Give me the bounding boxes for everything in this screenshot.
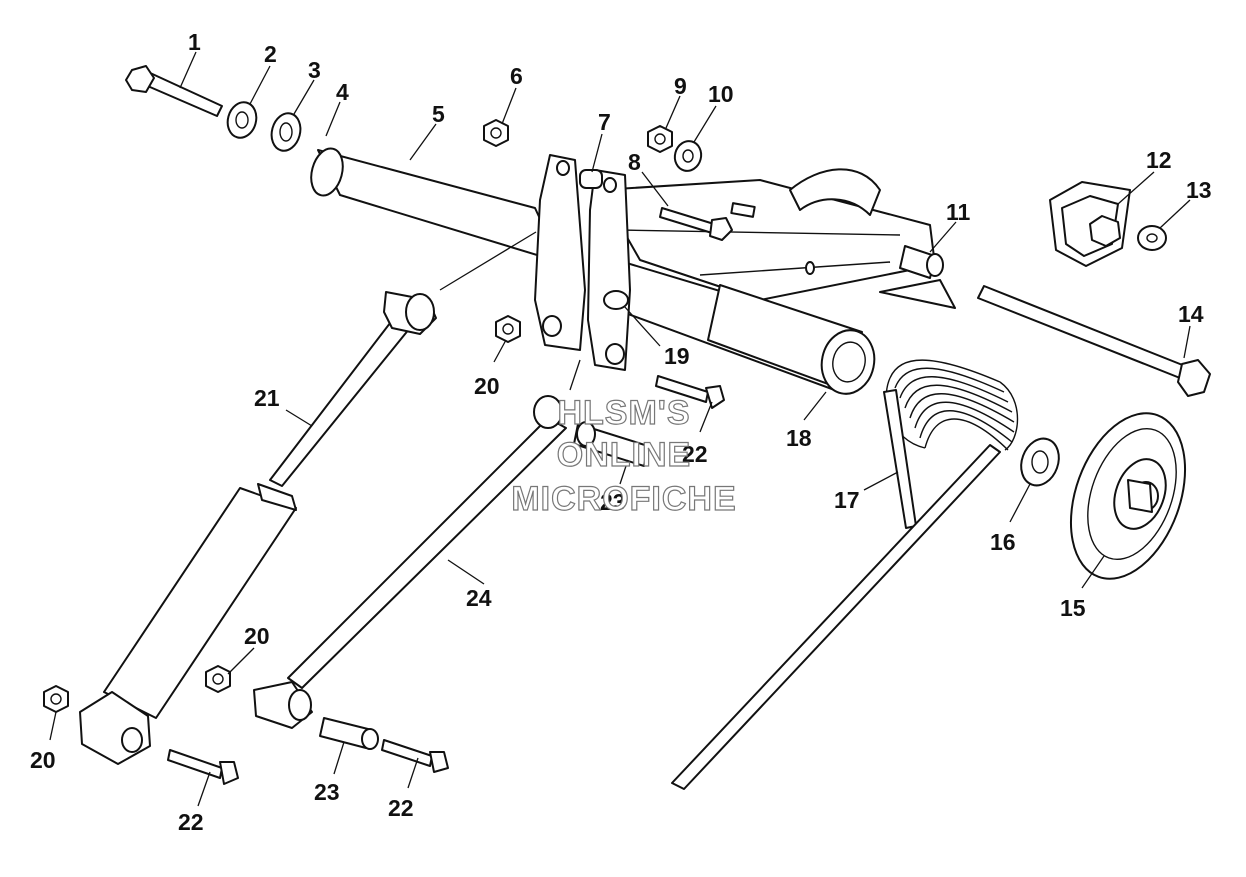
callout-22-upper: 22 <box>682 441 708 467</box>
watermark-line-1: HLSM'S <box>557 394 690 432</box>
part-18-sleeve <box>589 254 876 395</box>
callout-5: 5 <box>432 101 445 127</box>
callout-20-lower: 20 <box>244 623 270 649</box>
callout-24: 24 <box>466 585 492 611</box>
callout-22-lower-left: 22 <box>178 809 204 835</box>
part-22-bolt-lower-left <box>167 749 239 785</box>
part-22-bolt-lower-right <box>381 739 449 773</box>
callout-2: 2 <box>264 41 277 67</box>
callout-14: 14 <box>1178 301 1204 327</box>
part-16-washer <box>1020 437 1060 487</box>
part-9-nut <box>647 125 673 153</box>
callout-18: 18 <box>786 425 812 451</box>
callout-21: 21 <box>254 385 280 411</box>
callout-16: 16 <box>990 529 1016 555</box>
callout-11: 11 <box>946 199 971 225</box>
part-13-washer <box>1137 225 1167 251</box>
callout-12: 12 <box>1146 147 1172 173</box>
part-23-spacer-lower <box>319 717 379 750</box>
callout-23-lower: 23 <box>314 779 340 805</box>
callout-15: 15 <box>1060 595 1086 621</box>
callout-23-upper: 23 <box>600 489 626 515</box>
callout-7: 7 <box>598 109 611 135</box>
part-19-spacer <box>603 290 629 310</box>
callout-1: 1 <box>188 29 201 55</box>
part-21-shock <box>79 291 437 765</box>
callout-17: 17 <box>834 487 860 513</box>
part-23-spacer-upper <box>573 421 649 467</box>
part-20-nut-left <box>43 685 69 713</box>
callout-22-lower-right: 22 <box>388 795 414 821</box>
callout-13: 13 <box>1186 177 1212 203</box>
part-20-nut-middle <box>495 315 521 343</box>
callout-20-middle: 20 <box>474 373 500 399</box>
callout-8: 8 <box>628 149 641 175</box>
callout-labels: 1 2 3 4 5 6 7 8 9 10 11 12 13 14 15 16 1… <box>30 29 1212 835</box>
part-20-nut-lower <box>205 665 231 693</box>
leader-lines <box>49 51 1191 807</box>
part-2-washer <box>226 101 258 139</box>
watermark: HLSM'S ONLINE MICROFICHE <box>511 393 737 518</box>
part-10-washer <box>673 140 703 172</box>
part-5-shaft <box>310 147 561 263</box>
watermark-line-3: MICROFICHE <box>511 480 736 518</box>
callout-19: 19 <box>664 343 690 369</box>
part-7-bracket <box>534 154 631 371</box>
part-22-bolt-upper <box>655 375 725 409</box>
part-17-spring <box>671 359 1019 790</box>
watermark-line-2: ONLINE <box>557 436 691 474</box>
part-15-wheel <box>1069 412 1187 580</box>
callout-4: 4 <box>336 79 349 105</box>
part-11-stub <box>899 245 944 279</box>
callout-3: 3 <box>308 57 321 83</box>
callout-20-left: 20 <box>30 747 56 773</box>
part-12-block <box>1049 181 1131 267</box>
part-6-nut <box>483 119 509 147</box>
callout-9: 9 <box>674 73 687 99</box>
part-8-bolt <box>659 207 733 241</box>
part-14-bolt <box>977 285 1211 397</box>
part-1-bolt <box>125 65 223 117</box>
callout-6: 6 <box>510 63 523 89</box>
callout-10: 10 <box>708 81 734 107</box>
part-24-link <box>253 395 567 729</box>
part-3-washer <box>270 112 302 152</box>
